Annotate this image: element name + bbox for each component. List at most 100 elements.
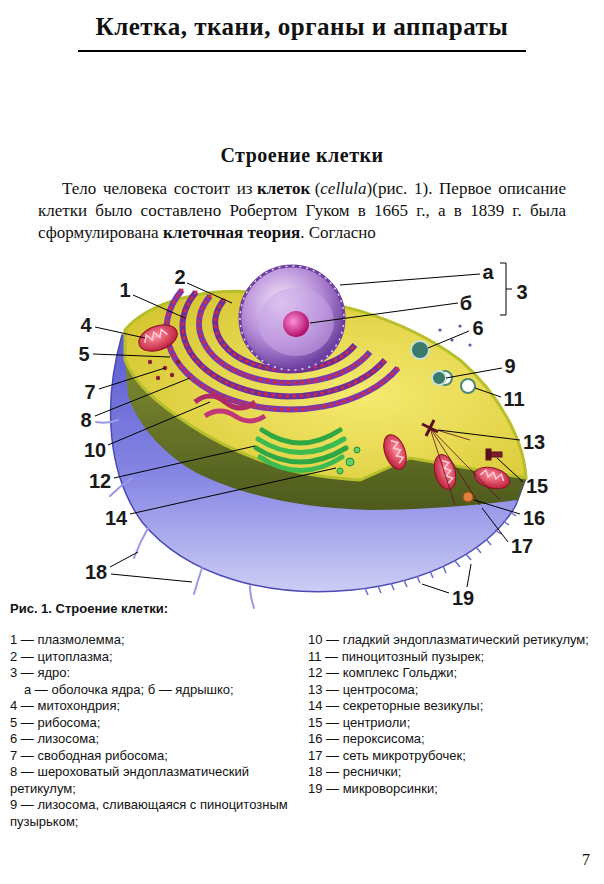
endoplasmic-reticulum	[205, 411, 265, 421]
title-rule	[78, 50, 526, 52]
mitochondria	[142, 328, 167, 343]
mitochondria	[472, 464, 512, 493]
mitochondria	[135, 320, 181, 356]
leader-lines	[93, 354, 170, 357]
legend-item: 1 — плазмолемма;	[10, 632, 300, 649]
centrosome-and-microtubules	[463, 492, 473, 502]
secretory-vesicles	[337, 468, 343, 474]
leader-lines	[95, 378, 190, 416]
callout-number: 10	[84, 439, 106, 461]
leader-lines	[95, 327, 145, 338]
callout-number: 7	[84, 381, 95, 403]
legend-item: 18 — реснички;	[308, 764, 598, 781]
paragraph-text: cellula	[320, 179, 366, 198]
paragraph-text: (	[315, 179, 321, 198]
callout-number: 5	[78, 343, 89, 365]
nucleus	[283, 311, 309, 337]
callout-number: 12	[89, 470, 111, 492]
legend-column: 1 — плазмолемма;2 — цитоплазма;3 — ядро:…	[10, 632, 300, 830]
leader-lines	[482, 508, 508, 542]
leader-lines	[500, 263, 512, 315]
page-number: 7	[582, 851, 590, 869]
callout-number: 19	[452, 587, 474, 609]
callout-number: 1	[119, 279, 130, 301]
callout-number: 16	[523, 507, 545, 529]
legend-item: 10 — гладкий эндоплазматический ретикулу…	[308, 632, 598, 649]
legend-item: 5 — рибосома;	[10, 715, 300, 732]
centrosome-and-microtubules	[491, 452, 502, 457]
leader-lines	[422, 584, 449, 593]
nucleus	[240, 266, 344, 370]
golgi-complex	[262, 430, 340, 443]
legend-item: 16 — пероксисома;	[308, 731, 598, 748]
leader-lines	[187, 283, 232, 303]
legend-item: 17 — сеть микротрубочек;	[308, 748, 598, 765]
free-ribosomes	[156, 376, 160, 380]
leader-lines	[108, 402, 210, 445]
lysosomes-and-vesicles	[411, 341, 429, 359]
leader-lines	[446, 368, 502, 378]
lysosomes-and-vesicles	[461, 379, 475, 393]
legend-item: 19 — микроворсинки;	[308, 781, 598, 798]
leader-lines	[110, 552, 138, 567]
lysosomes-and-vesicles	[438, 328, 441, 331]
paragraph-text: . Согласно	[300, 223, 376, 242]
paragraph-text: Тело человека состоит из	[62, 179, 253, 198]
lysosomes-and-vesicles	[468, 343, 471, 346]
leader-lines	[438, 430, 520, 440]
callout-number: 15	[526, 475, 548, 497]
callout-number: 9	[504, 355, 515, 377]
legend-item: а — оболочка ядра; б — ядрышко;	[10, 682, 300, 699]
centrosome-and-microtubules	[422, 420, 438, 436]
centrosome-and-microtubules	[430, 428, 500, 505]
nucleus	[258, 288, 334, 356]
callout-number: 8	[80, 409, 91, 431]
secretory-vesicles	[354, 447, 360, 453]
legend-item: 8 — шероховатый эндоплазматический ретик…	[10, 764, 300, 797]
free-ribosomes	[170, 373, 174, 377]
callout-number: 3	[516, 281, 527, 303]
mitochondria	[480, 469, 505, 481]
centrosome-and-microtubules	[486, 449, 491, 460]
legend-item: 11 — пиноцитозный пузырек;	[308, 649, 598, 666]
legend-item: 15 — центриоли;	[308, 715, 598, 732]
paragraph-text: клеточная теория	[163, 223, 300, 242]
nucleus	[240, 266, 344, 370]
leader-lines	[467, 564, 471, 587]
mitochondria	[431, 452, 460, 492]
legend-item: 7 — свободная рибосома;	[10, 748, 300, 765]
legend-column: 10 — гладкий эндоплазматический ретикулу…	[308, 632, 598, 797]
callout-number: 6	[472, 317, 483, 339]
leader-lines	[114, 446, 255, 478]
legend-item: 12 — комплекс Гольджи;	[308, 665, 598, 682]
leader-lines	[93, 263, 523, 593]
legend-item: 14 — секреторные везикулы;	[308, 698, 598, 715]
legend-item: 2 — цитоплазма;	[10, 649, 300, 666]
lysosomes-and-vesicles	[458, 324, 461, 327]
body-paragraph: Тело человека состоит изклеток(cellula)(…	[38, 178, 566, 244]
callout-number: 13	[523, 431, 545, 453]
paragraph-text: клеток	[257, 179, 310, 198]
mitochondria	[379, 432, 410, 473]
golgi-complex	[256, 430, 346, 471]
lysosomes-and-vesicles	[432, 371, 446, 385]
cilia	[110, 478, 132, 496]
cilia	[250, 586, 254, 608]
cilia	[96, 420, 254, 608]
leader-lines	[340, 274, 480, 285]
leader-lines	[130, 468, 336, 514]
nucleus	[240, 266, 344, 370]
golgi-complex	[260, 457, 342, 471]
mitochondria	[472, 464, 512, 493]
callout-number: 11	[503, 388, 524, 410]
legend-item: 4 — митохондрия;	[10, 698, 300, 715]
leader-lines	[310, 303, 458, 323]
figure-caption: Рис. 1. Строение клетки:	[10, 601, 168, 616]
leader-lines	[475, 388, 501, 397]
leader-lines	[99, 368, 165, 389]
callout-number: 17	[511, 535, 533, 557]
mitochondria	[391, 439, 405, 464]
microvilli	[365, 512, 516, 595]
page-title: Клетка, ткани, органы и аппараты	[0, 12, 604, 42]
